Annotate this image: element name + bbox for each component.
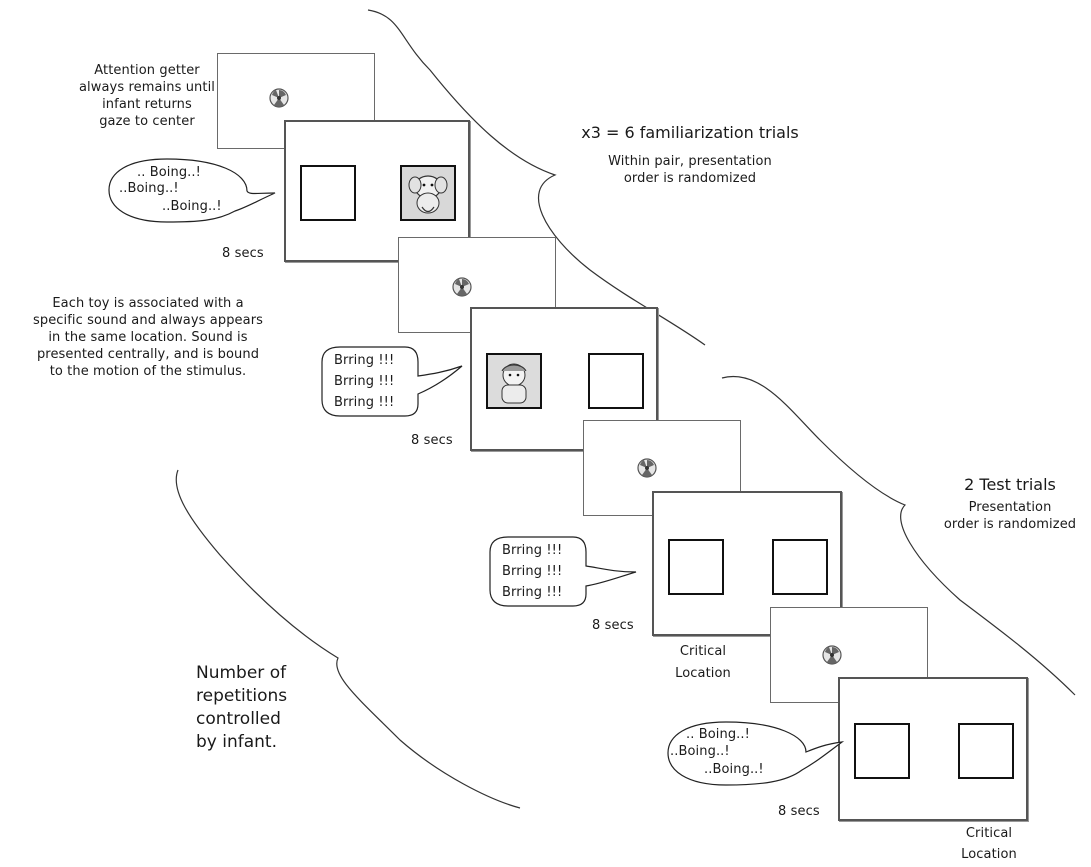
toy-sound-note: Each toy is associated with a specific s… (32, 296, 264, 379)
attention-getter-icon (637, 458, 657, 478)
critical-location-label: Critical Location (675, 644, 731, 681)
test-screen (838, 677, 1028, 821)
test-heading: 2 Test trials Presentation order is rand… (930, 475, 1090, 533)
right-toy-slot (400, 165, 456, 221)
left-toy-slot (300, 165, 356, 221)
familiarization-bracket (367, 9, 706, 346)
test-title: 2 Test trials (964, 475, 1056, 494)
right-toy-slot (958, 723, 1014, 779)
duration-label: 8 secs (778, 804, 820, 819)
test-screen (652, 491, 842, 636)
speech-bubble-boing: .. Boing..! ..Boing..! ..Boing..! (666, 718, 846, 788)
speech-bubble-shape (321, 346, 463, 417)
test-bracket (721, 375, 1076, 696)
elephant-toy-icon (402, 167, 454, 219)
familiarization-heading: x3 = 6 familiarization trials Within pai… (560, 123, 820, 187)
duration-label: 8 secs (411, 433, 453, 448)
left-toy-slot (668, 539, 724, 595)
right-toy-slot (588, 353, 644, 409)
left-toy-slot (486, 353, 542, 409)
attention-getter-icon (269, 88, 289, 108)
duration-label: 8 secs (222, 246, 264, 261)
speech-bubble-boing: .. Boing..! ..Boing..! ..Boing..! (107, 155, 287, 225)
doll-toy-icon (488, 355, 540, 407)
familiarization-screen (284, 120, 470, 262)
right-toy-slot (772, 539, 828, 595)
familiarization-screen (470, 307, 658, 451)
speech-bubble-shape (108, 158, 276, 223)
left-toy-slot (854, 723, 910, 779)
critical-location-label: Critical Location (961, 826, 1017, 862)
attention-getter-note: Attention getter always remains until in… (78, 63, 216, 129)
familiarization-title: x3 = 6 familiarization trials (581, 123, 799, 142)
speech-bubble-brring: Brring !!! Brring !!! Brring !!! (488, 534, 648, 610)
repetitions-note: Number of repetitions controlled by infa… (196, 663, 288, 752)
repetitions-bracket (175, 469, 521, 809)
attention-getter-icon (822, 645, 842, 665)
speech-bubble-brring: Brring !!! Brring !!! Brring !!! (320, 344, 480, 420)
duration-label: 8 secs (592, 618, 634, 633)
speech-bubble-shape (667, 721, 845, 786)
attention-getter-icon (452, 277, 472, 297)
speech-bubble-shape (489, 536, 637, 607)
